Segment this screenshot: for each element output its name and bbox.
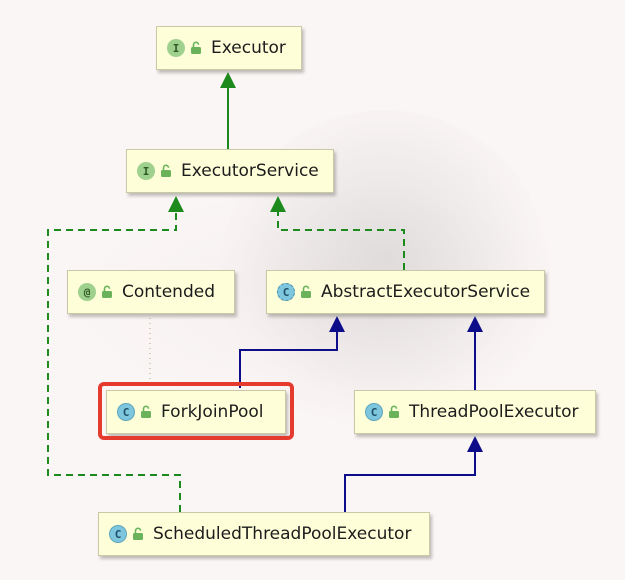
node-scheduled-thread-pool-executor[interactable]: C ScheduledThreadPoolExecutor	[98, 512, 430, 556]
edge-scheduled-implements-executorservice	[47, 212, 181, 512]
unlock-icon	[301, 285, 311, 298]
node-fork-join-pool-label: ForkJoinPool	[161, 402, 264, 422]
edge-abstract-implements-executorservice	[277, 212, 405, 270]
node-thread-pool-executor[interactable]: C ThreadPoolExecutor	[354, 390, 596, 434]
node-fork-join-pool[interactable]: C ForkJoinPool	[106, 390, 286, 434]
arrow-head-threadpool	[467, 436, 483, 452]
unlock-icon	[161, 164, 171, 177]
interface-kind-icon: I	[167, 39, 185, 57]
unlock-icon	[133, 527, 143, 540]
unlock-icon	[102, 285, 112, 298]
edge-forkjoinpool-to-abstractexecutorservice	[239, 332, 338, 388]
node-scheduled-thread-pool-executor-label: ScheduledThreadPoolExecutor	[153, 524, 412, 544]
arrow-head-executorservice-left	[168, 196, 184, 212]
node-contended[interactable]: @ Contended	[67, 270, 235, 314]
edge-scheduled-to-threadpoolexecutor	[344, 452, 476, 512]
arrow-head-abstract-left	[329, 316, 345, 332]
node-executor-service[interactable]: I ExecutorService	[126, 149, 334, 193]
interface-kind-icon: I	[137, 162, 155, 180]
node-executor[interactable]: I Executor	[156, 26, 302, 70]
unlock-icon	[389, 405, 399, 418]
class-kind-icon: C	[365, 403, 383, 421]
unlock-icon	[191, 41, 201, 54]
node-contended-label: Contended	[122, 282, 215, 302]
abstract-class-kind-icon: C	[277, 283, 295, 301]
node-executor-service-label: ExecutorService	[181, 161, 319, 181]
node-abstract-executor-service[interactable]: C AbstractExecutorService	[266, 270, 545, 314]
node-executor-label: Executor	[211, 38, 286, 58]
arrow-head-executor	[220, 72, 236, 88]
selection-highlight	[98, 382, 294, 440]
annotation-kind-icon: @	[78, 283, 96, 301]
node-abstract-executor-service-label: AbstractExecutorService	[321, 282, 531, 302]
arrow-head-abstract-right	[467, 316, 483, 332]
unlock-icon	[141, 405, 151, 418]
node-thread-pool-executor-label: ThreadPoolExecutor	[409, 402, 579, 422]
class-kind-icon: C	[109, 525, 127, 543]
class-kind-icon: C	[117, 403, 135, 421]
arrow-head-executorservice-right	[270, 196, 286, 212]
